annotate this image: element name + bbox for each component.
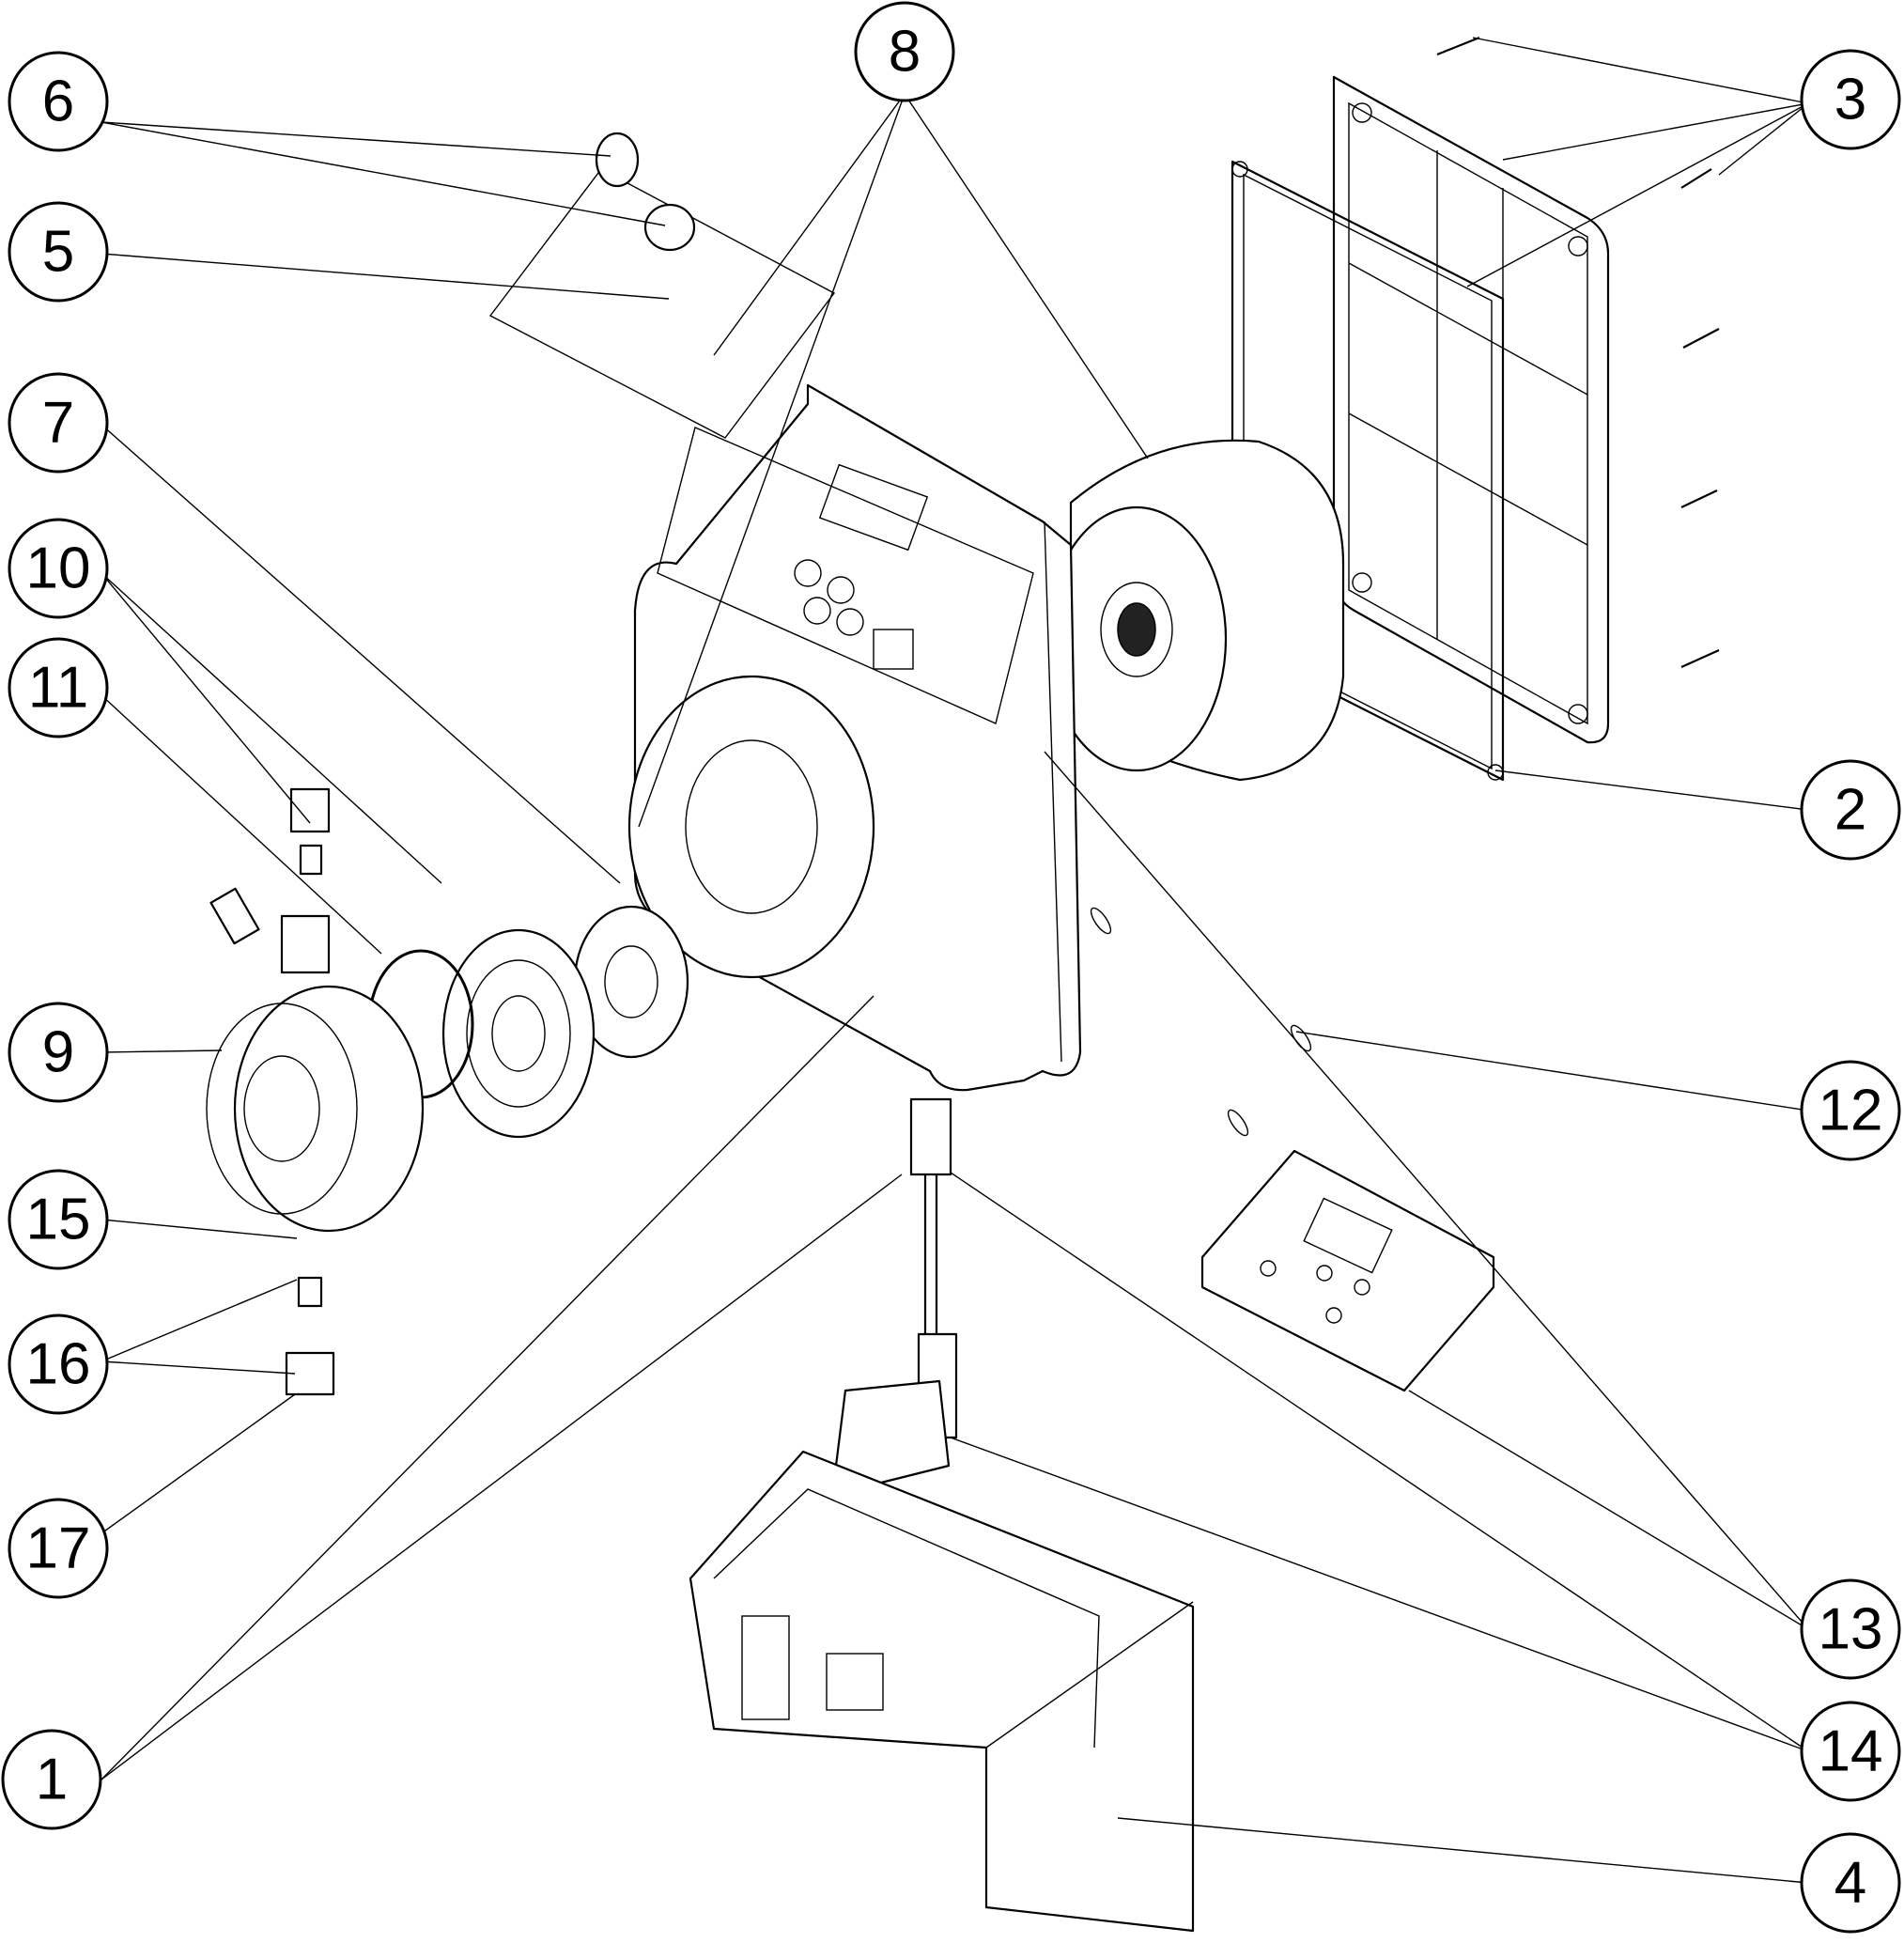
pump-head <box>206 887 425 1233</box>
callout-7-label: 7 <box>42 391 74 456</box>
callout-13-label: 13 <box>1819 1597 1883 1662</box>
callout-4: 4 <box>1800 1832 1901 1934</box>
callout-13: 13 <box>1800 1578 1901 1680</box>
callout-16-label: 16 <box>26 1332 91 1397</box>
callout-11: 11 <box>8 637 109 738</box>
motor-unit <box>1045 439 1345 782</box>
callout-3: 3 <box>1800 49 1901 150</box>
callout-8: 8 <box>854 1 955 102</box>
callout-14: 14 <box>1800 1701 1901 1802</box>
power-cable <box>834 1097 958 1486</box>
callout-17: 17 <box>8 1498 109 1599</box>
callout-15-label: 15 <box>26 1188 91 1252</box>
callout-6: 6 <box>8 51 109 152</box>
callout-2: 2 <box>1800 759 1901 861</box>
pump-housing <box>627 383 1082 1092</box>
callout-12-label: 12 <box>1819 1079 1883 1143</box>
valve-parts <box>285 787 335 1396</box>
back-cover-plate <box>1332 75 1610 744</box>
callout-16: 16 <box>8 1313 109 1415</box>
callout-9-label: 9 <box>42 1020 74 1085</box>
cover-screws <box>1436 36 1720 669</box>
callout-5: 5 <box>8 201 109 303</box>
callout-9: 9 <box>8 1002 109 1103</box>
callout-2-label: 2 <box>1834 778 1866 843</box>
callout-5-label: 5 <box>42 220 74 285</box>
callout-11-label: 11 <box>28 656 88 721</box>
callout-7: 7 <box>8 372 109 474</box>
circuit-board <box>1200 1149 1495 1392</box>
callout-1-label: 1 <box>36 1748 68 1812</box>
callout-8-label: 8 <box>889 20 921 85</box>
callout-1: 1 <box>1 1729 102 1830</box>
callout-17-label: 17 <box>26 1516 91 1581</box>
callout-15: 15 <box>8 1169 109 1270</box>
callout-3-label: 3 <box>1834 68 1866 132</box>
callout-4-label: 4 <box>1834 1851 1866 1916</box>
membrane-disc <box>441 928 596 1139</box>
base-bracket <box>689 1450 1195 1933</box>
leader-lines <box>101 37 1809 1884</box>
front-label <box>488 168 836 439</box>
callout-6-label: 6 <box>42 70 74 134</box>
callout-10-label: 10 <box>26 536 91 601</box>
callout-10: 10 <box>8 518 109 619</box>
callout-12: 12 <box>1800 1060 1901 1161</box>
cap-knobs <box>595 132 696 252</box>
callout-14-label: 14 <box>1819 1719 1883 1784</box>
